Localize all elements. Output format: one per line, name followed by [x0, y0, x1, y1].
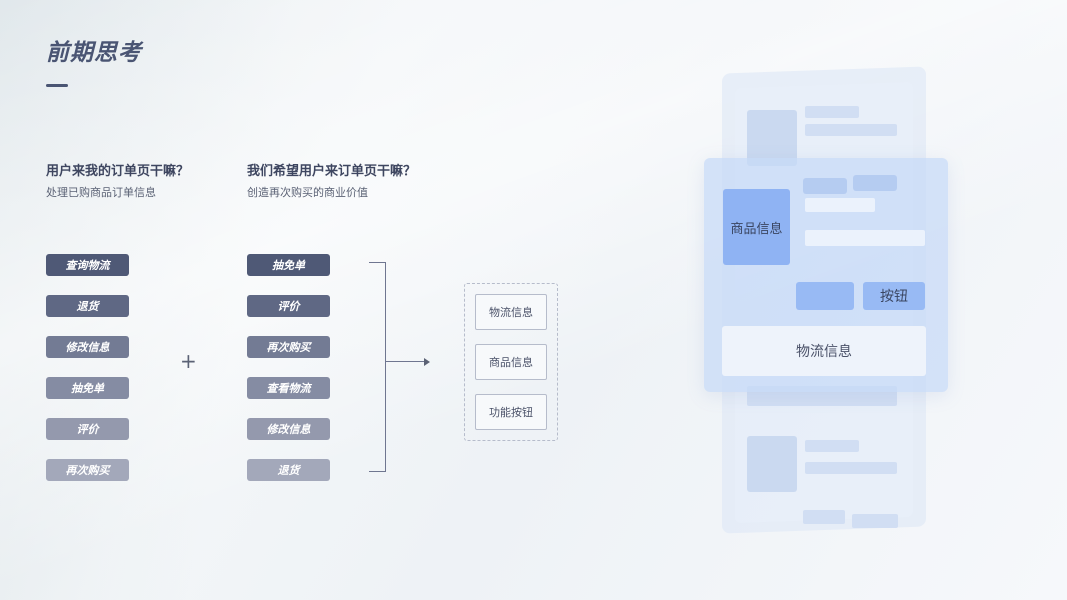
left-tag-4: 抽免单: [46, 377, 129, 399]
result-box-buttons: 功能按钮: [475, 394, 547, 430]
title-underline: [46, 84, 68, 87]
left-tag-1: 查询物流: [46, 254, 129, 276]
right-tag-5: 修改信息: [247, 418, 330, 440]
placeholder-image: [747, 436, 797, 492]
placeholder-line: [805, 106, 859, 118]
arrow-right-icon: [424, 358, 430, 366]
product-info-block: 商品信息: [723, 189, 790, 265]
left-tag-2: 退货: [46, 295, 129, 317]
right-question-subtitle: 创造再次购买的商业价值: [247, 186, 368, 199]
left-question-title: 用户来我的订单页干嘛？: [46, 164, 190, 179]
logistics-info-bar: 物流信息: [722, 326, 926, 376]
result-box-product: 商品信息: [475, 344, 547, 380]
left-question-subtitle: 处理已购商品订单信息: [46, 186, 156, 199]
left-tag-3: 修改信息: [46, 336, 129, 358]
placeholder-image: [747, 110, 797, 166]
grouping-bracket: [369, 262, 386, 472]
right-tag-3: 再次购买: [247, 336, 330, 358]
placeholder-line: [805, 462, 897, 474]
plus-icon: +: [180, 349, 197, 373]
mock-button: 按钮: [863, 282, 925, 310]
placeholder-line: [805, 124, 897, 136]
right-question-title: 我们希望用户来订单页干嘛？: [247, 164, 417, 179]
placeholder-chip: [803, 510, 845, 524]
card-line: [805, 230, 925, 246]
right-tag-1: 抽免单: [247, 254, 330, 276]
page-title: 前期思考: [46, 40, 142, 66]
card-line: [805, 198, 875, 212]
result-group: [464, 283, 558, 441]
mock-button-blank: [796, 282, 854, 310]
card-chip: [853, 175, 897, 191]
placeholder-chip: [852, 514, 898, 528]
left-tag-5: 评价: [46, 418, 129, 440]
right-tag-2: 评价: [247, 295, 330, 317]
arrow-line: [386, 361, 426, 362]
result-box-logistics: 物流信息: [475, 294, 547, 330]
card-chip: [803, 178, 847, 194]
placeholder-line: [805, 440, 859, 452]
left-tag-6: 再次购买: [46, 459, 129, 481]
right-tag-6: 退货: [247, 459, 330, 481]
right-tag-4: 查看物流: [247, 377, 330, 399]
